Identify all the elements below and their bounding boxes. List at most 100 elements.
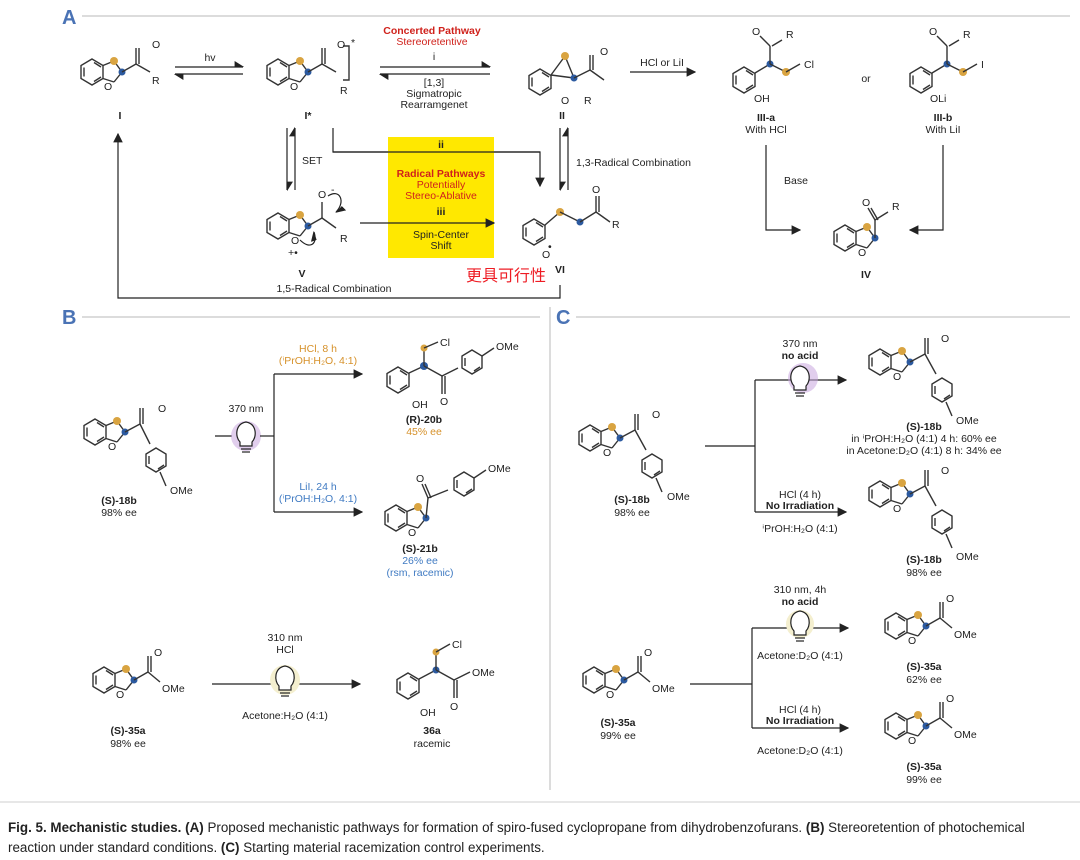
- svg-text:(S)-35a: (S)-35a: [906, 661, 941, 673]
- svg-text:No Irradiation: No Irradiation: [766, 500, 834, 512]
- svg-text:1,3-Radical Combination: 1,3-Radical Combination: [576, 157, 691, 169]
- chinese-annotation: 更具可行性: [466, 266, 547, 285]
- svg-text:Potentially: Potentially: [417, 179, 466, 191]
- svg-text:370 nm: 370 nm: [782, 338, 817, 350]
- svg-text:Acetone:D₂O (4:1): Acetone:D₂O (4:1): [757, 745, 843, 757]
- svg-text:-: -: [331, 184, 335, 196]
- compound-R-20b: Cl OH O OMe: [386, 337, 519, 411]
- svg-text:(ⁱPrOH:H₂O, 4:1): (ⁱPrOH:H₂O, 4:1): [279, 355, 357, 367]
- compound-S-18b-c: O O OMe: [578, 409, 690, 503]
- svg-text:98% ee: 98% ee: [614, 507, 650, 519]
- compound-S-35a-b: O O OMe: [92, 647, 185, 701]
- svg-text:O: O: [862, 197, 870, 209]
- svg-text:(S)-35a: (S)-35a: [600, 717, 635, 729]
- svg-text:O: O: [592, 184, 600, 196]
- svg-text:O: O: [116, 689, 124, 701]
- svg-text:26% ee: 26% ee: [402, 555, 438, 567]
- svg-text:O: O: [644, 647, 652, 659]
- svg-text:Radical Pathways: Radical Pathways: [397, 168, 486, 180]
- svg-text:Spin-Center: Spin-Center: [413, 229, 470, 241]
- svg-text:Stereo-Ablative: Stereo-Ablative: [405, 190, 477, 202]
- svg-text:(rsm, racemic): (rsm, racemic): [386, 567, 453, 579]
- svg-text:With LiI: With LiI: [925, 124, 960, 136]
- label-I-star: I*: [304, 110, 312, 122]
- caption-c-label: (C): [220, 840, 240, 855]
- svg-text:36a: 36a: [423, 725, 441, 737]
- svg-text:O: O: [946, 693, 954, 705]
- svg-text:O: O: [108, 441, 116, 453]
- svg-text:OMe: OMe: [667, 491, 690, 503]
- svg-text:O: O: [291, 235, 299, 247]
- concerted-subtitle: Stereoretentive: [396, 36, 467, 48]
- svg-text:O: O: [858, 247, 866, 259]
- caption-a-text: Proposed mechanistic pathways for format…: [203, 820, 806, 835]
- svg-text:99% ee: 99% ee: [906, 774, 942, 786]
- svg-text:O: O: [929, 26, 937, 38]
- compound-S-35a-c-top: O O OMe: [884, 593, 977, 647]
- svg-text:R: R: [786, 29, 794, 41]
- compound-IIIb: O R I OLi: [909, 26, 984, 105]
- svg-text:OMe: OMe: [472, 667, 495, 679]
- label-IIIa: III-a: [757, 112, 775, 124]
- compound-S-21b: O O OMe: [384, 463, 511, 539]
- compound-IV: O O R: [833, 197, 900, 259]
- svg-text:no acid: no acid: [782, 596, 819, 608]
- svg-text:R: R: [152, 75, 160, 87]
- svg-text:(S)-35a: (S)-35a: [110, 725, 145, 737]
- label-IIIb: III-b: [934, 112, 953, 124]
- caption-b-label: (B): [805, 820, 825, 835]
- svg-text:O: O: [600, 46, 608, 58]
- svg-text:(ⁱPrOH:H₂O, 4:1): (ⁱPrOH:H₂O, 4:1): [279, 493, 357, 505]
- svg-text:iii: iii: [437, 206, 446, 218]
- svg-text:+•: +•: [288, 247, 298, 259]
- svg-text:OMe: OMe: [652, 683, 675, 695]
- svg-text:98% ee: 98% ee: [906, 567, 942, 579]
- svg-text:O: O: [318, 189, 326, 201]
- svg-text:R: R: [892, 201, 900, 213]
- svg-text:370 nm: 370 nm: [228, 403, 263, 415]
- svg-text:(S)-35a: (S)-35a: [906, 761, 941, 773]
- svg-text:310 nm, 4h: 310 nm, 4h: [774, 584, 827, 596]
- svg-text:no acid: no acid: [782, 350, 819, 362]
- svg-text:45% ee: 45% ee: [406, 426, 442, 438]
- svg-text:O: O: [337, 39, 345, 51]
- label-IV: IV: [861, 269, 871, 281]
- label-V: V: [298, 268, 305, 280]
- compound-V: O O - R +•: [266, 184, 348, 259]
- svg-text:O: O: [908, 735, 916, 747]
- label-II: II: [559, 110, 565, 122]
- compound-S-18b-c-top: O O OMe: [868, 333, 979, 427]
- label-I: I: [119, 110, 122, 122]
- svg-text:310 nm: 310 nm: [267, 632, 302, 644]
- svg-text:Acetone:D₂O (4:1): Acetone:D₂O (4:1): [757, 650, 843, 662]
- svg-text:in ⁱPrOH:H₂O (4:1) 4 h: 60% ee: in ⁱPrOH:H₂O (4:1) 4 h: 60% ee: [851, 433, 997, 445]
- svg-text:LiI, 24 h: LiI, 24 h: [299, 481, 337, 493]
- svg-text:OLi: OLi: [930, 93, 946, 105]
- svg-text:OMe: OMe: [170, 485, 193, 497]
- svg-text:ii: ii: [438, 139, 444, 151]
- panel-label-a: A: [62, 7, 76, 29]
- svg-text:O: O: [416, 473, 424, 485]
- caption-a-label: (A): [185, 820, 204, 835]
- compound-S-18b-c-mid: O O OMe: [868, 465, 979, 563]
- svg-text:O: O: [908, 635, 916, 647]
- compound-I-star: O O R *: [266, 37, 355, 97]
- svg-text:OMe: OMe: [956, 415, 979, 427]
- svg-text:62% ee: 62% ee: [906, 674, 942, 686]
- caption-b-text: Stereoretention of photochemical reactio…: [8, 820, 1025, 855]
- svg-text:O: O: [158, 403, 166, 415]
- svg-text:R: R: [340, 85, 348, 97]
- caption-c-text: Starting material racemization control e…: [239, 840, 545, 855]
- compound-VI: O • O R: [522, 184, 620, 261]
- svg-text:98% ee: 98% ee: [101, 507, 137, 519]
- svg-text:(R)-20b: (R)-20b: [406, 414, 442, 426]
- svg-text:O: O: [450, 701, 458, 713]
- svg-text:O: O: [561, 95, 569, 107]
- svg-text:OH: OH: [412, 399, 428, 411]
- svg-text:No Irradiation: No Irradiation: [766, 715, 834, 727]
- radical-pathway-highlight: [388, 137, 494, 258]
- svg-text:R: R: [612, 219, 620, 231]
- svg-text:HCl (4 h): HCl (4 h): [779, 704, 821, 716]
- svg-text:O: O: [946, 593, 954, 605]
